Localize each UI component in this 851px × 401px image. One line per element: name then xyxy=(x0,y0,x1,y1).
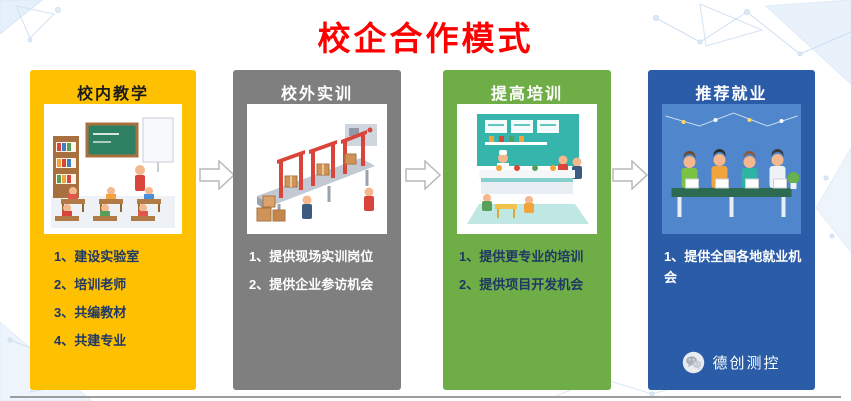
list-item: 4、共建专业 xyxy=(54,333,127,348)
card-item-list: 1、提供现场实训岗位 2、提供企业参访机会 xyxy=(249,246,393,302)
card-job-recommendation: 推荐就业 xyxy=(648,70,815,390)
office-employment-illustration xyxy=(662,104,801,234)
arrow-right-icon xyxy=(405,159,442,191)
card-campus-teaching: 校内教学 xyxy=(30,70,196,390)
wechat-icon xyxy=(682,351,705,374)
list-item: 1、建设实验室 xyxy=(54,249,140,264)
classroom-illustration xyxy=(44,104,182,234)
card-advanced-training: 提高培训 xyxy=(443,70,611,390)
list-item: 1、提供现场实训岗位 xyxy=(249,249,374,264)
list-item: 2、培训老师 xyxy=(54,277,127,292)
list-item: 3、共编教材 xyxy=(54,305,127,320)
card-offsite-training: 校外实训 xyxy=(233,70,401,390)
page-title: 校企合作模式 xyxy=(317,20,534,57)
factory-training-illustration xyxy=(247,104,387,234)
card-item-list: 1、建设实验室 2、培训老师 3、共编教材 4、共建专业 xyxy=(54,246,188,358)
list-item: 2、提供项目开发机会 xyxy=(459,277,584,292)
brand-name: 德创测控 xyxy=(712,355,781,372)
arrow-right-icon xyxy=(199,159,236,191)
arrow-right-icon xyxy=(612,159,649,191)
brand-logo: 德创测控 xyxy=(648,351,815,374)
card-header: 校内教学 xyxy=(76,86,149,103)
card-header: 校外实训 xyxy=(280,86,353,103)
card-header: 推荐就业 xyxy=(695,86,768,103)
card-header: 提高培训 xyxy=(490,86,563,103)
card-item-list: 1、提供更专业的培训 2、提供项目开发机会 xyxy=(459,246,603,302)
restaurant-training-illustration xyxy=(457,104,597,234)
bottom-divider xyxy=(10,396,841,398)
list-item: 1、提供全国各地就业机会 xyxy=(664,249,802,285)
list-item: 1、提供更专业的培训 xyxy=(459,249,584,264)
card-item-list: 1、提供全国各地就业机会 xyxy=(664,246,807,295)
list-item: 2、提供企业参访机会 xyxy=(249,277,374,292)
